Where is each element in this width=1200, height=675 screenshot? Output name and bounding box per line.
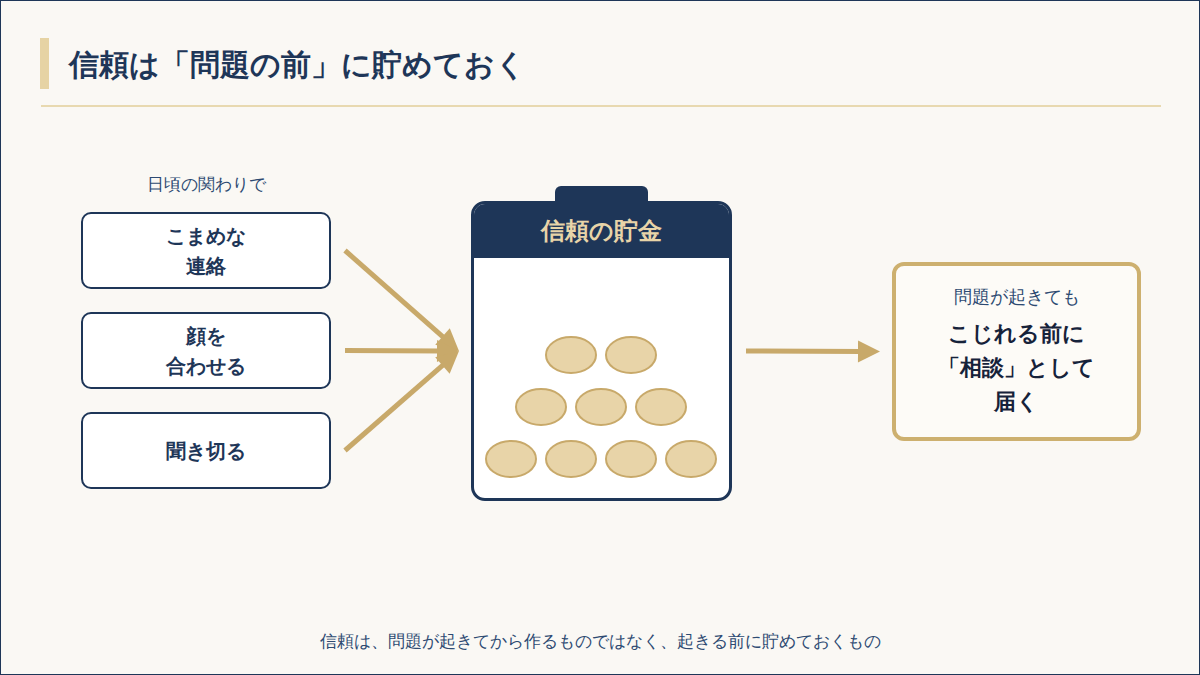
page-title: 信頼は「問題の前」に貯めておく <box>69 45 526 86</box>
page-caption: 信頼は、問題が起きてから作るものではなく、起きる前に貯めておくもの <box>1 630 1199 653</box>
title-accent-bar <box>40 38 49 89</box>
box-body: こじれる前に 「相談」として 届く <box>929 317 1104 419</box>
group-label: 日頃の関わりで <box>81 173 331 196</box>
jar-heading: 信頼の貯金 <box>474 204 729 258</box>
flow-arrow <box>746 340 880 362</box>
arrow-head <box>435 351 459 374</box>
box-text: 聞き切る <box>151 436 261 466</box>
coin <box>546 441 596 477</box>
trust-jar: 信頼の貯金 <box>471 201 732 501</box>
box-heading: 問題が起きても <box>954 285 1080 309</box>
coin <box>606 441 656 477</box>
arrow-head <box>858 340 880 362</box>
arrow-shaft <box>345 251 445 340</box>
coin <box>636 389 686 425</box>
coin <box>486 441 536 477</box>
coin <box>666 441 716 477</box>
arrow-shaft <box>746 349 862 354</box>
arrow-shaft <box>345 363 445 451</box>
arrow-head <box>435 328 459 351</box>
flow-arrow <box>345 251 459 352</box>
practice-box: こまめな 連絡 <box>81 212 331 289</box>
coin-pile <box>486 337 716 477</box>
flow-arrow <box>345 351 459 451</box>
coin <box>576 389 626 425</box>
coin <box>606 337 656 373</box>
box-text: こまめな 連絡 <box>151 221 261 281</box>
outcome-box: 問題が起きてもこじれる前に 「相談」として 届く <box>892 262 1141 441</box>
arrow-head <box>437 340 459 362</box>
practice-box: 顔を 合わせる <box>81 312 331 389</box>
arrow-shaft <box>345 348 441 353</box>
box-text: 顔を 合わせる <box>151 321 261 381</box>
flow-arrow <box>345 340 459 362</box>
title-rule <box>41 105 1161 107</box>
coin <box>546 337 596 373</box>
practice-box: 聞き切る <box>81 412 331 489</box>
coin <box>516 389 566 425</box>
